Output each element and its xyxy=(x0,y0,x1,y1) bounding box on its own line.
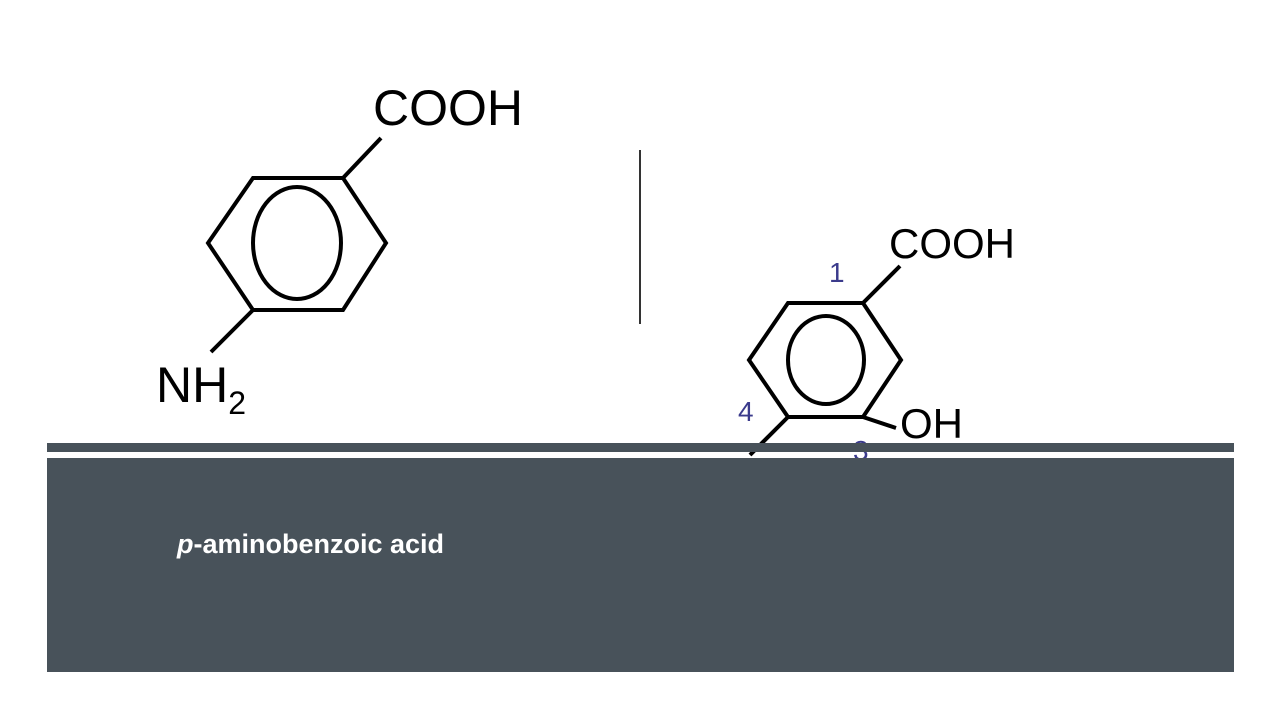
aromatic-circle xyxy=(251,185,343,301)
carboxyl-bond xyxy=(341,136,383,180)
paba-nh2-label: NH2 xyxy=(156,357,246,421)
benzene-ring xyxy=(746,301,904,419)
caption-italic: p xyxy=(177,529,194,559)
position-label-4: 4 xyxy=(738,396,754,427)
benzene-ring xyxy=(205,176,389,312)
caption-rest: -aminobenzoic acid xyxy=(193,529,445,559)
right-cooh-label: COOH xyxy=(889,220,1015,267)
paba-cooh-label: COOH xyxy=(373,80,523,136)
position-label-1: 1 xyxy=(829,257,845,288)
carboxyl-bond xyxy=(861,264,902,305)
hydroxyl-bond xyxy=(862,415,897,430)
banner-top-strip xyxy=(47,443,1234,452)
amino-bond xyxy=(209,308,255,354)
aromatic-circle xyxy=(786,314,866,406)
caption-banner xyxy=(47,458,1234,672)
caption-text: p-aminobenzoic acid xyxy=(177,529,444,560)
paba-structure xyxy=(205,136,389,354)
vertical-divider xyxy=(639,150,641,324)
salicylic-structure xyxy=(746,264,904,457)
right-oh-label: OH xyxy=(900,400,963,447)
